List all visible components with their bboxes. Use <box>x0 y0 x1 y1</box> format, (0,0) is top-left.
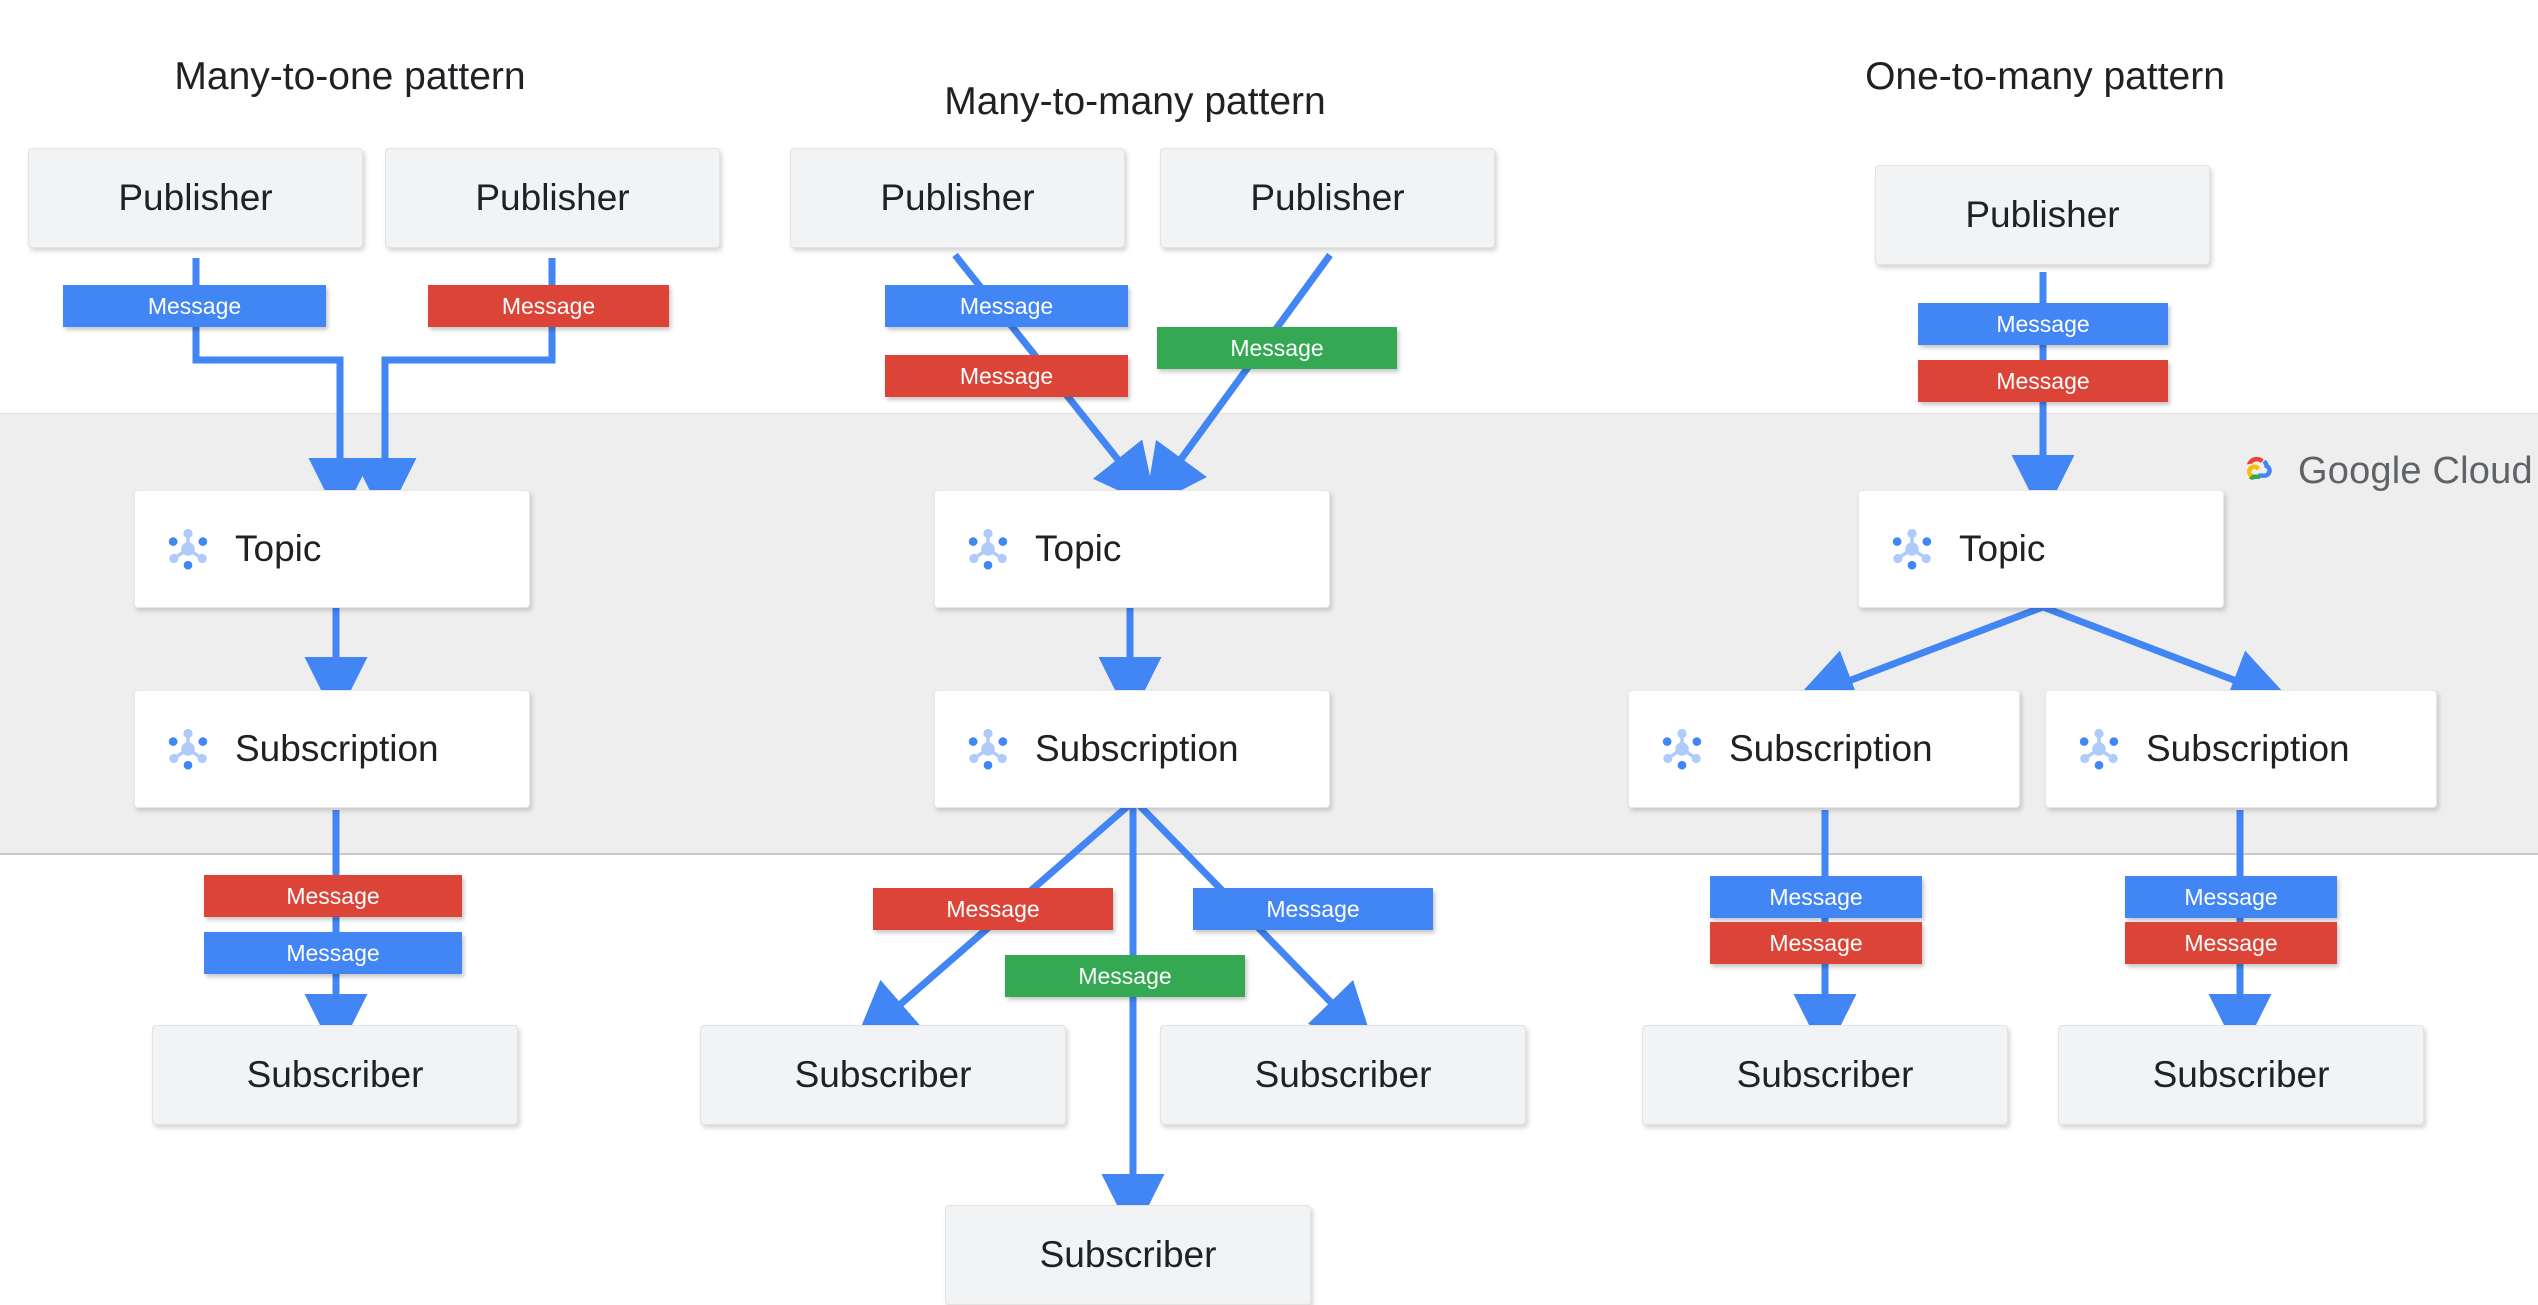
p3-publish-message-blue: Message <box>1918 303 2168 345</box>
p2-publisher-1[interactable]: Publisher <box>790 148 1125 248</box>
p1-publisher-2[interactable]: Publisher <box>385 148 720 248</box>
p2-delivery-message-blue: Message <box>1193 888 1433 930</box>
brand-word-cloud: Cloud <box>2432 449 2533 492</box>
p1-subscription-label: Subscription <box>235 728 439 769</box>
p2-publisher-2[interactable]: Publisher <box>1160 148 1495 248</box>
p2-topic-label: Topic <box>1035 528 1122 569</box>
p2-delivery-message-red: Message <box>873 888 1113 930</box>
pubsub-node-icon <box>168 528 208 570</box>
p1-publisher-1[interactable]: Publisher <box>28 148 363 248</box>
pubsub-node-icon <box>968 528 1008 570</box>
p2-subscriber-1[interactable]: Subscriber <box>700 1025 1066 1125</box>
p2-subscription-label: Subscription <box>1035 728 1239 769</box>
p3-subscriber-2[interactable]: Subscriber <box>2058 1025 2424 1125</box>
p1-topic-label: Topic <box>235 528 322 569</box>
p1-delivery-message-2: Message <box>204 932 462 974</box>
p1-delivery-message-1: Message <box>204 875 462 917</box>
p3-delivery-message-right-blue: Message <box>2125 876 2337 918</box>
google-cloud-wordmark: Google Cloud <box>2298 450 2533 493</box>
brand-word-google: Google <box>2298 449 2422 492</box>
p1-subscription[interactable]: Subscription <box>134 690 530 808</box>
pattern-title-one-to-many: One-to-many pattern <box>1865 55 2225 98</box>
p3-publisher-1[interactable]: Publisher <box>1875 165 2210 265</box>
pattern-title-many-to-many: Many-to-many pattern <box>944 80 1326 123</box>
pubsub-node-icon <box>968 728 1008 770</box>
p3-delivery-message-left-blue: Message <box>1710 876 1922 918</box>
p2-publish-message-blue: Message <box>885 285 1128 327</box>
p3-publish-message-red: Message <box>1918 360 2168 402</box>
pubsub-node-icon <box>1892 528 1932 570</box>
p3-topic[interactable]: Topic <box>1858 490 2224 608</box>
p1-topic[interactable]: Topic <box>134 490 530 608</box>
p3-subscription-1[interactable]: Subscription <box>1628 690 2020 808</box>
p3-subscription-1-label: Subscription <box>1729 728 1933 769</box>
p2-subscriber-3[interactable]: Subscriber <box>945 1205 1311 1305</box>
p3-subscriber-1[interactable]: Subscriber <box>1642 1025 2008 1125</box>
p2-subscriber-2[interactable]: Subscriber <box>1160 1025 1526 1125</box>
p3-topic-label: Topic <box>1959 528 2046 569</box>
p3-subscription-2-label: Subscription <box>2146 728 2350 769</box>
google-cloud-logo-icon <box>2246 456 2272 480</box>
pubsub-node-icon <box>1662 728 1702 770</box>
google-cloud-logo: Google Cloud <box>2228 448 2533 494</box>
p3-subscription-2[interactable]: Subscription <box>2045 690 2437 808</box>
p1-publish-message-2: Message <box>428 285 669 327</box>
p2-subscription[interactable]: Subscription <box>934 690 1330 808</box>
p1-subscriber-1[interactable]: Subscriber <box>152 1025 518 1125</box>
p2-publish-message-red: Message <box>885 355 1128 397</box>
p3-delivery-message-left-red: Message <box>1710 922 1922 964</box>
p2-topic[interactable]: Topic <box>934 490 1330 608</box>
p1-publish-message-1: Message <box>63 285 326 327</box>
p2-publish-message-green: Message <box>1157 327 1397 369</box>
p2-delivery-message-green: Message <box>1005 955 1245 997</box>
pattern-title-many-to-one: Many-to-one pattern <box>174 55 526 98</box>
pubsub-node-icon <box>2079 728 2119 770</box>
p3-delivery-message-right-red: Message <box>2125 922 2337 964</box>
pubsub-node-icon <box>168 728 208 770</box>
